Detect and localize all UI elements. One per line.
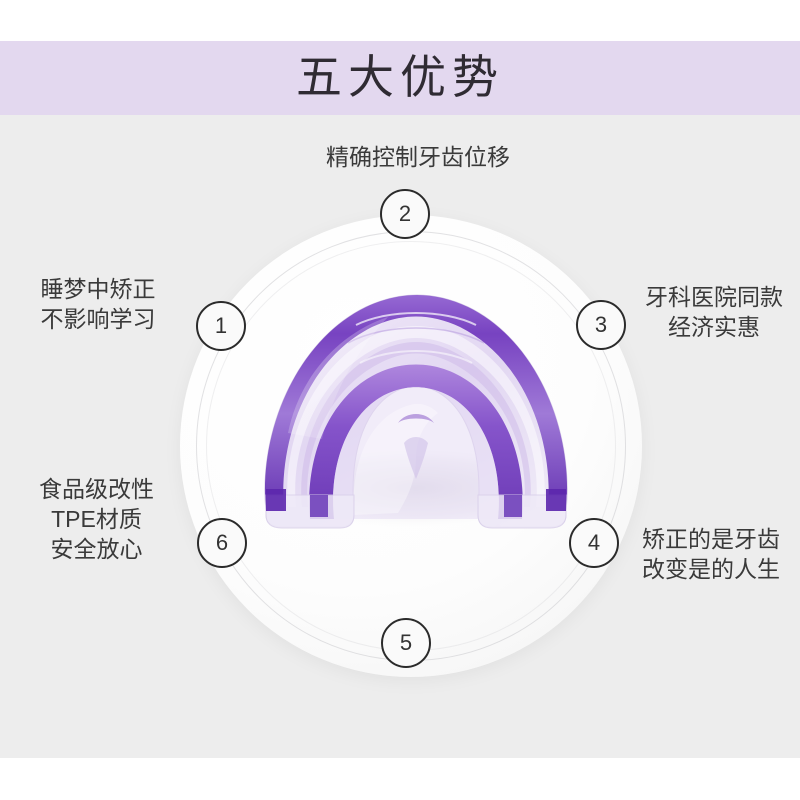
caption-dental-clinic-same-model: 牙科医院同款 经济实惠 (645, 284, 783, 340)
top-white-strip (0, 0, 800, 41)
marker-label: 5 (399, 630, 413, 655)
marker-circle-4[interactable]: 4 (569, 518, 619, 568)
marker-circle-1[interactable]: 1 (196, 301, 246, 351)
title-banner: 五大优势 (0, 41, 800, 115)
bottom-white-strip (0, 758, 800, 800)
marker-label: 6 (215, 530, 229, 555)
caption-correct-while-sleeping: 睡梦中矫正 不影响学习 (40, 276, 156, 332)
caption-food-grade-tpe-material: 食品级改性 TPE材质 安全放心 (39, 476, 154, 562)
marker-label: 2 (398, 201, 412, 226)
caption-change-teeth-change-life: 矫正的是牙齿 改变是的人生 (642, 526, 780, 582)
marker-label: 1 (214, 313, 228, 338)
marker-label: 3 (594, 312, 608, 337)
marker-circle-5[interactable]: 5 (381, 618, 431, 668)
marker-circle-3[interactable]: 3 (576, 300, 626, 350)
marker-label: 4 (587, 530, 601, 555)
page-title: 五大优势 (296, 51, 504, 103)
product-image-retainer (248, 283, 578, 533)
caption-precise-tooth-movement: 精确控制牙齿位移 (326, 144, 510, 170)
marker-circle-2[interactable]: 2 (380, 189, 430, 239)
marker-circle-6[interactable]: 6 (197, 518, 247, 568)
